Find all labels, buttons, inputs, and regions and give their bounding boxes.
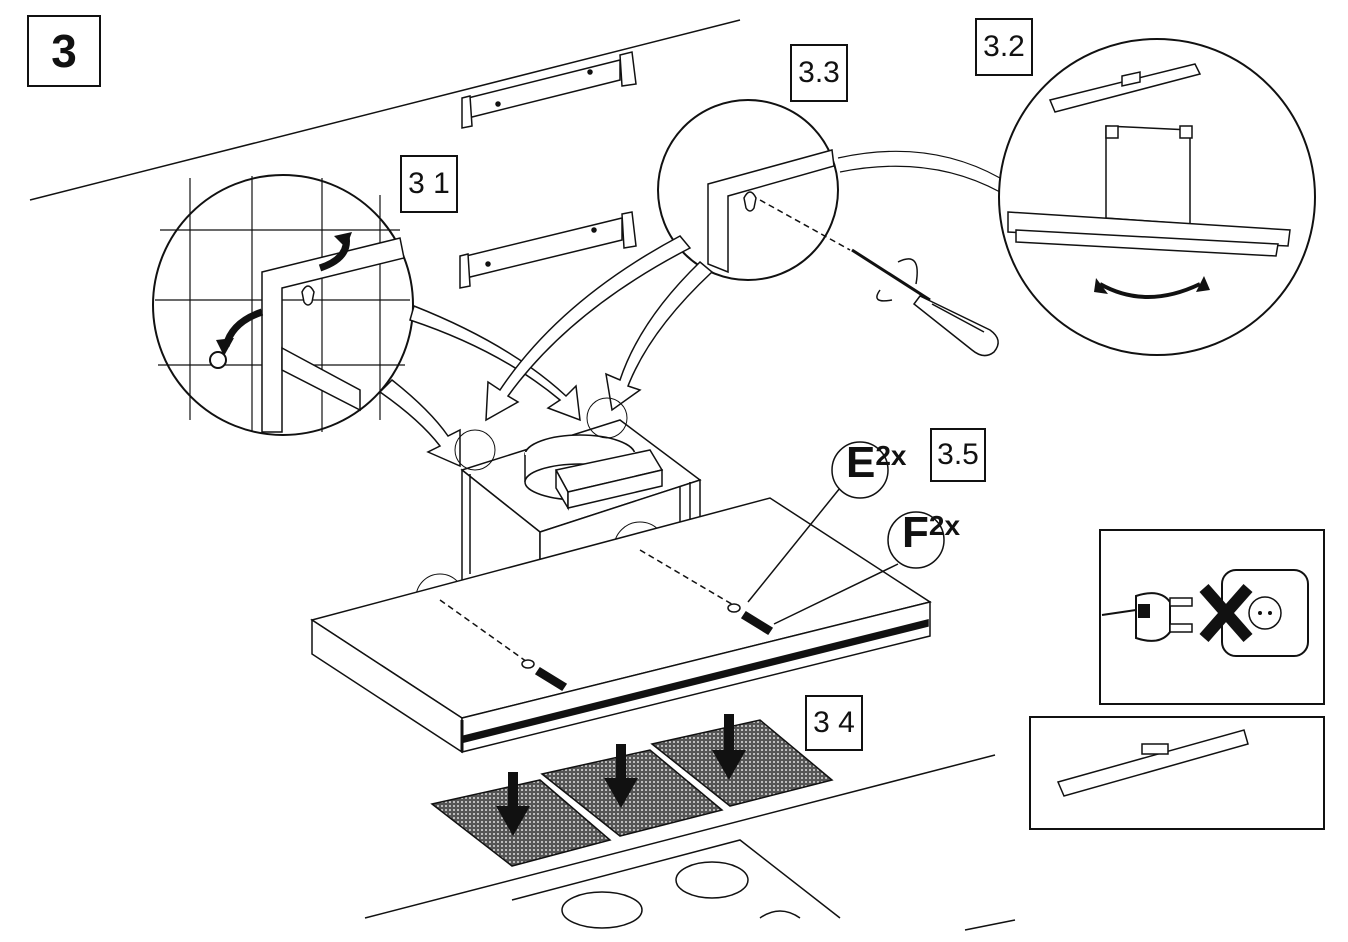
- screwdriver: [851, 248, 999, 357]
- detail-3-2-circle: [998, 38, 1316, 356]
- motion-arrows: [378, 235, 714, 468]
- wall-lines: [29, 19, 1016, 931]
- part-e-letter: E: [846, 438, 876, 487]
- fixing-screws: [439, 487, 899, 692]
- substep-3-1-label: 3 1: [400, 155, 458, 213]
- unplug-warning-box: [1099, 529, 1325, 705]
- substep-3-4-label: 3 4: [805, 695, 863, 751]
- upper-wall-bracket: [461, 51, 637, 129]
- substep-3-2-label: 3.2: [975, 18, 1033, 76]
- lower-wall-bracket: [459, 211, 637, 289]
- detail-3-3-circle: [657, 99, 851, 281]
- connector-3-3-to-3-2: [837, 150, 1001, 179]
- step-number-box: 3: [27, 15, 101, 87]
- substep-3-5-label: 3.5: [930, 428, 986, 482]
- detail-3-1-circle: [152, 174, 414, 436]
- hood-canopy: [310, 497, 932, 754]
- part-f-qty: 2x: [928, 509, 961, 541]
- level-tool-box: [1029, 716, 1325, 830]
- cooktop: [511, 839, 841, 929]
- part-e-label: E2x: [846, 438, 907, 488]
- filter-arrows: [496, 714, 746, 836]
- substep-3-3-label: 3.3: [790, 44, 848, 102]
- part-e-qty: 2x: [875, 439, 907, 471]
- part-f-label: F2x: [902, 508, 960, 558]
- part-circles: [831, 441, 945, 569]
- part-f-letter: F: [902, 508, 929, 557]
